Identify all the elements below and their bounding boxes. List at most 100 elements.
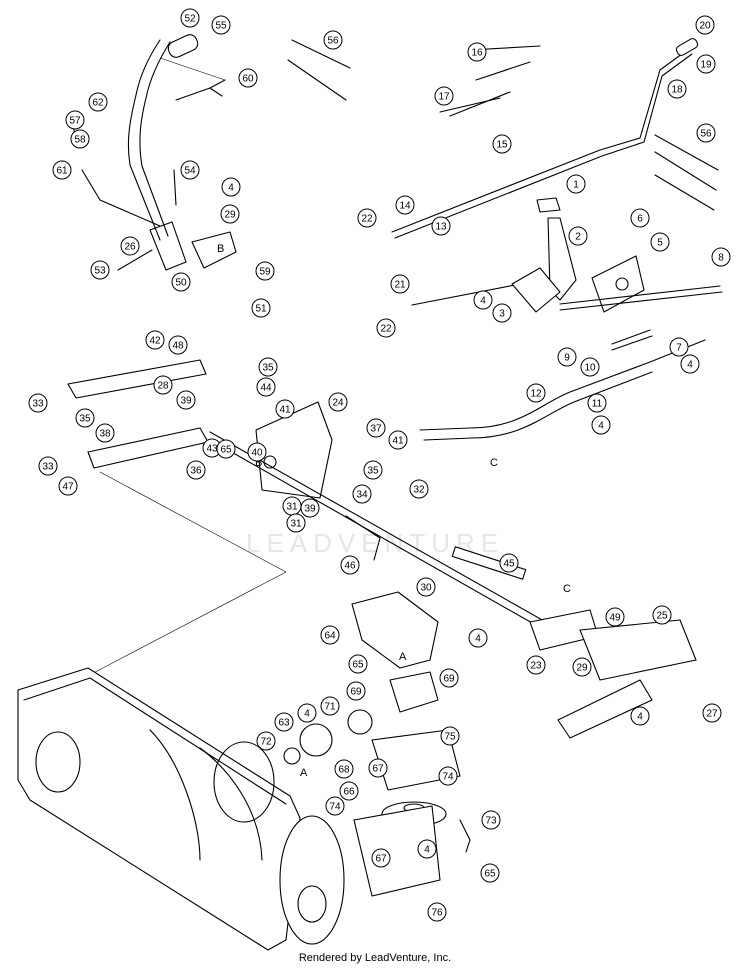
callout-11: 11 [587,393,607,413]
callout-number: 35 [262,363,274,374]
callout-1: 1 [566,174,586,194]
callout-number: 40 [251,448,263,459]
callout-number: 19 [700,60,712,71]
callout-number: 51 [255,304,267,315]
callout-number: 62 [92,98,104,109]
callout-61: 61 [52,160,72,180]
callout-number: 13 [435,222,447,233]
callout-number: 26 [124,242,136,253]
callout-45: 45 [499,553,519,573]
callout-69: 69 [439,668,459,688]
ref-letter-b-2: B [255,457,262,469]
ref-letter-a-2: A [300,767,308,779]
callout-number: 22 [380,324,392,335]
callout-35: 35 [258,357,278,377]
callout-number: 59 [259,267,271,278]
callout-number: 15 [496,140,508,151]
callout-number: 31 [286,502,298,513]
callout-56: 56 [323,30,343,50]
callout-42: 42 [145,330,165,350]
ref-letter-a-1: A [399,651,407,663]
callout-number: 74 [329,802,341,813]
callout-number: 7 [676,343,682,354]
callout-51: 51 [251,298,271,318]
callout-number: 12 [530,389,542,400]
callout-37: 37 [366,418,386,438]
callout-29: 29 [572,657,592,677]
callout-24: 24 [328,392,348,412]
callout-number: 24 [332,398,344,409]
callout-number: 25 [656,611,668,622]
callout-number: 63 [278,718,290,729]
callout-number: 21 [394,280,406,291]
shift-rod [419,339,706,431]
callout-number: 30 [420,583,432,594]
callout-number: 33 [42,462,54,473]
callout-34: 34 [352,484,372,504]
callout-74: 74 [325,796,345,816]
callout-number: 4 [304,709,310,720]
callout-18: 18 [667,79,687,99]
callout-3: 3 [492,303,512,323]
callout-number: 34 [356,490,368,501]
callout-number: 4 [228,183,234,194]
callout-number: 3 [499,309,505,320]
callout-number: 6 [637,214,643,225]
callout-number: 8 [718,253,724,264]
callout-25: 25 [652,605,672,625]
footer-credit: Rendered by LeadVenture, Inc. [298,952,452,964]
callout-58: 58 [70,129,90,149]
callout-number: 54 [184,166,196,177]
callout-19: 19 [696,54,716,74]
callout-9: 9 [557,347,577,367]
callout-38: 38 [95,423,115,443]
callout-21: 21 [390,274,410,294]
callout-36: 36 [186,460,206,480]
callout-65: 65 [480,863,500,883]
callout-number: 4 [480,296,486,307]
callout-number: 69 [350,687,362,698]
callout-31: 31 [282,496,302,516]
callout-30: 30 [416,577,436,597]
callout-4: 4 [297,703,317,723]
callout-number: 67 [372,764,384,775]
callout-16: 16 [467,42,487,62]
callout-number: 17 [438,92,450,103]
callout-29: 29 [220,204,240,224]
callout-47: 47 [58,476,78,496]
callout-35: 35 [363,460,383,480]
callout-number: 37 [370,424,382,435]
callout-number: 2 [575,232,581,243]
callout-33: 33 [38,456,58,476]
callout-number: 47 [62,482,74,493]
callout-number: 46 [344,561,356,572]
callout-39: 39 [176,390,196,410]
callout-65: 65 [348,654,368,674]
callout-number: 39 [304,504,316,515]
handle-assembly [71,34,237,271]
callout-number: 18 [671,85,683,96]
callout-57: 57 [65,110,85,130]
callout-number: 74 [442,772,454,783]
callout-number: 61 [56,166,68,177]
auger-housing [17,667,345,951]
callout-number: 52 [184,14,196,25]
callout-44: 44 [256,377,276,397]
callout-15: 15 [492,134,512,154]
callout-4: 4 [473,290,493,310]
callout-65: 65 [216,439,236,459]
callout-number: 4 [424,845,430,856]
callout-39: 39 [300,498,320,518]
callout-number: 16 [471,48,483,59]
callout-number: 32 [413,485,425,496]
callout-5: 5 [650,232,670,252]
callout-33: 33 [28,393,48,413]
callout-14: 14 [395,195,415,215]
callout-69: 69 [346,681,366,701]
callout-number: 29 [576,663,588,674]
callout-66: 66 [339,781,359,801]
callout-number: 5 [657,238,663,249]
callout-number: 4 [637,712,643,723]
